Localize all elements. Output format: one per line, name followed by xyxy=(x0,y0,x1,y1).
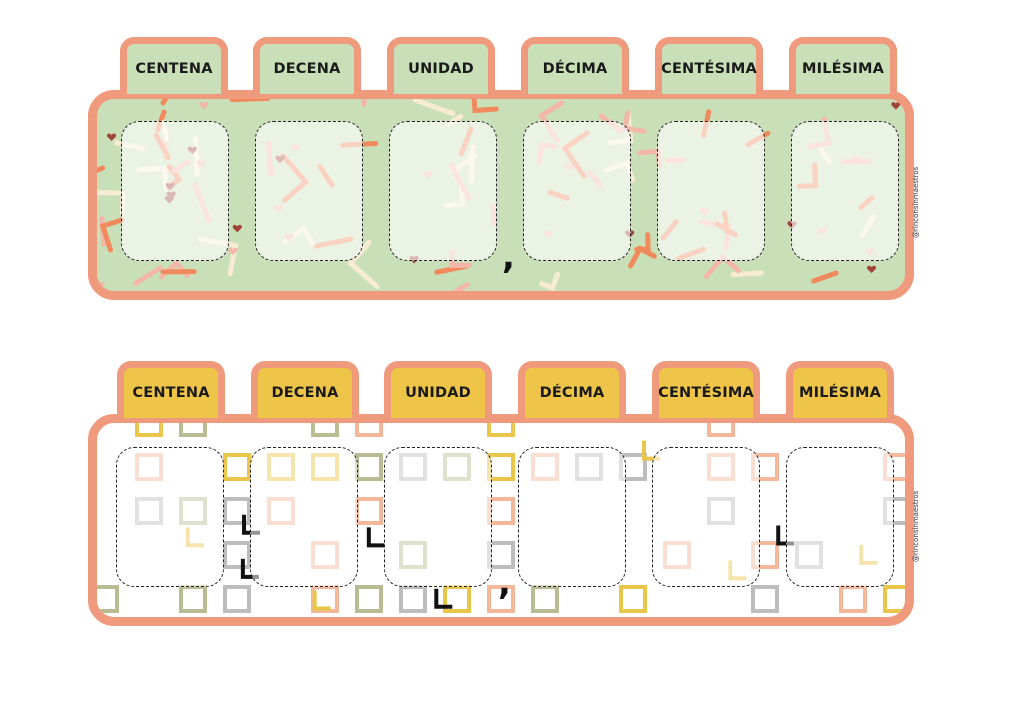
confetti-stroke xyxy=(730,270,764,278)
square-outline xyxy=(179,423,207,437)
digit-box-unidad xyxy=(389,121,497,261)
corner-bracket xyxy=(312,590,331,611)
square-outline xyxy=(355,423,383,437)
confetti-stroke xyxy=(539,271,561,291)
tab-milesima: MILÉSIMA xyxy=(789,37,897,94)
tab-centena: CENTENA xyxy=(120,37,228,94)
confetti-stroke xyxy=(811,270,839,284)
decimal-comma: , xyxy=(502,237,515,277)
confetti-stroke xyxy=(99,217,125,253)
heart-icon xyxy=(199,101,209,110)
square-outline xyxy=(883,585,905,613)
heart-icon xyxy=(891,102,901,110)
confetti-stroke xyxy=(229,99,271,103)
confetti-stroke xyxy=(347,239,380,290)
confetti-stroke xyxy=(133,265,163,286)
digit-box-decima xyxy=(518,447,626,587)
heart-icon xyxy=(866,265,877,274)
square-outline xyxy=(355,453,383,481)
digit-box-decena xyxy=(250,447,358,587)
square-outline xyxy=(399,585,427,613)
tab-centesima: CENTÉSIMA xyxy=(652,361,760,418)
square-outline xyxy=(223,585,251,613)
square-outline xyxy=(135,423,163,437)
square-outline xyxy=(531,585,559,613)
square-outline xyxy=(355,497,383,525)
square-outline xyxy=(443,585,471,613)
confetti-stroke xyxy=(97,165,106,173)
tab-decima: DÉCIMA xyxy=(521,37,629,94)
tab-centesima: CENTÉSIMA xyxy=(655,37,763,94)
confetti-stroke xyxy=(160,99,169,106)
square-outline xyxy=(487,585,515,613)
confetti-stroke xyxy=(412,99,456,116)
square-outline xyxy=(839,585,867,613)
square-outline xyxy=(311,423,339,437)
square-outline xyxy=(179,585,207,613)
corner-bracket xyxy=(366,527,385,548)
digit-box-centesima xyxy=(652,447,760,587)
square-outline xyxy=(355,585,383,613)
confetti-stroke xyxy=(361,99,367,107)
author-credit: @rinconsinmaestros xyxy=(912,166,920,238)
digit-box-decena xyxy=(255,121,363,261)
digit-box-centesima xyxy=(657,121,765,261)
heart-icon xyxy=(106,133,117,141)
digit-box-centena xyxy=(116,447,224,587)
confetti-stroke xyxy=(471,99,499,114)
tab-decena: DECENA xyxy=(251,361,359,418)
tab-decima: DÉCIMA xyxy=(518,361,626,418)
heart-icon xyxy=(97,281,105,289)
tab-unidad: UNIDAD xyxy=(384,361,492,418)
square-outline xyxy=(619,585,647,613)
square-outline xyxy=(223,541,251,569)
square-outline xyxy=(97,585,119,613)
square-outline xyxy=(223,453,251,481)
digit-box-decima xyxy=(523,121,631,261)
confetti-stroke xyxy=(634,232,651,252)
square-outline xyxy=(751,585,779,613)
decimal-comma: , xyxy=(498,563,511,603)
digit-box-milesima xyxy=(791,121,899,261)
heart-icon xyxy=(228,247,238,256)
digit-box-centena xyxy=(121,121,229,261)
corner-bracket xyxy=(434,588,453,609)
square-outline xyxy=(487,497,515,525)
square-outline xyxy=(223,497,251,525)
tab-centena: CENTENA xyxy=(117,361,225,418)
author-credit: @rinconsinmaestros xyxy=(912,490,920,562)
heart-icon xyxy=(232,224,242,233)
confetti-stroke xyxy=(97,190,126,217)
tab-milesima: MILÉSIMA xyxy=(786,361,894,418)
tab-unidad: UNIDAD xyxy=(387,37,495,94)
tab-decena: DECENA xyxy=(253,37,361,94)
square-outline xyxy=(707,423,735,437)
digit-box-milesima xyxy=(786,447,894,587)
square-outline xyxy=(487,453,515,481)
confetti-stroke xyxy=(451,282,470,291)
square-outline xyxy=(487,423,515,437)
digit-box-unidad xyxy=(384,447,492,587)
